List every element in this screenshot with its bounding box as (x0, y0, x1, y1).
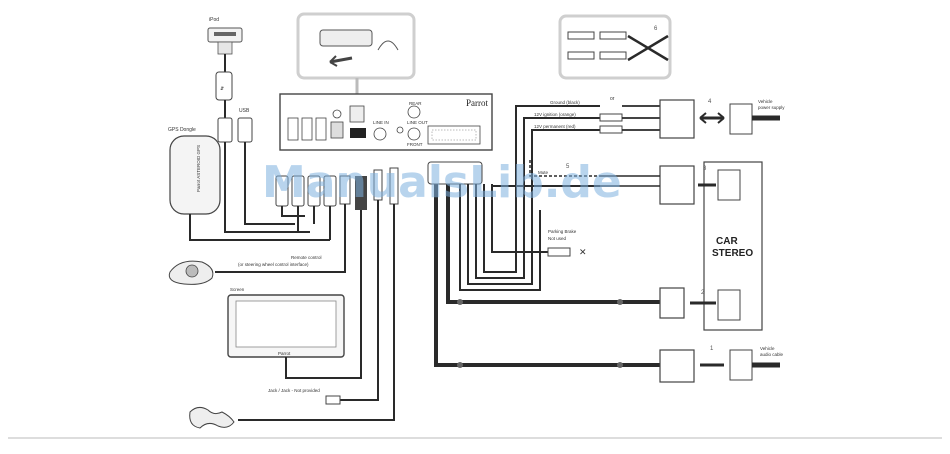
usb-plug-left (217, 117, 233, 143)
car-stereo-label-2: STEREO (712, 248, 753, 259)
usb-plug-right (237, 117, 253, 143)
or-label: or (610, 96, 615, 102)
power-label-2: power supply (758, 105, 785, 110)
iso-connector-top (659, 99, 695, 139)
callout-5: 5 (566, 164, 570, 170)
power-arrow (699, 112, 725, 124)
gps-label: GPS Dongle (168, 127, 196, 133)
remote-label-2: (or steering wheel control interface) (238, 262, 309, 267)
jack-label: Jack / Jack - Not provided (268, 388, 320, 393)
callout-1: 1 (710, 346, 714, 352)
callout-6: 6 (654, 26, 658, 32)
callout-3: 3 (703, 166, 707, 172)
ipod-label: iPod (209, 17, 219, 23)
ground-label: Ground (black) (550, 100, 580, 105)
line-out-label: LINE OUT (407, 120, 428, 125)
screen-brand-text: Parrot (278, 351, 291, 356)
front-label: FRONT (407, 142, 423, 147)
watermark-text: ManualsLib.de (262, 157, 622, 208)
connector-inset (558, 14, 672, 80)
not-used-x-icon: ✕ (579, 247, 587, 257)
parrot-brand-text: Parrot (466, 98, 488, 108)
power-label-1: Vehicle (758, 99, 773, 104)
gps-device-text: Parrot ASTEROID GPS (196, 145, 201, 192)
ipod-connector (207, 27, 243, 55)
screen-device (227, 294, 345, 358)
not-used-label: Not used (548, 236, 567, 241)
mute-label: Mute (538, 170, 549, 175)
remote-control (168, 260, 214, 285)
gps-dongle: Parrot ASTEROID GPS (169, 135, 221, 215)
remote-label-1: Remote control (291, 255, 322, 260)
usb-symbol-icon: ⇵ (220, 86, 224, 92)
parrot-main-unit (279, 93, 493, 151)
permanent-label: 12V permanent (red) (534, 124, 576, 129)
audio-label-2: audio cable (760, 352, 784, 357)
callout-4: 4 (708, 99, 712, 105)
screen-label: Screen (230, 287, 245, 292)
audio-label-1: Vehicle (760, 346, 775, 351)
rear-label: REAR (409, 101, 422, 106)
callout-2: 2 (701, 290, 705, 296)
install-inset (296, 12, 416, 80)
car-stereo-label-1: CAR (716, 236, 738, 247)
line-in-label: LINE IN (373, 120, 389, 125)
parking-brake-label: Parking Brake (548, 229, 577, 234)
ipod-usb-plug: ⇵ (215, 71, 233, 101)
ignition-label: 12V ignition (orange) (534, 112, 576, 117)
microphone (189, 406, 235, 429)
usb-label: USB (239, 108, 250, 114)
